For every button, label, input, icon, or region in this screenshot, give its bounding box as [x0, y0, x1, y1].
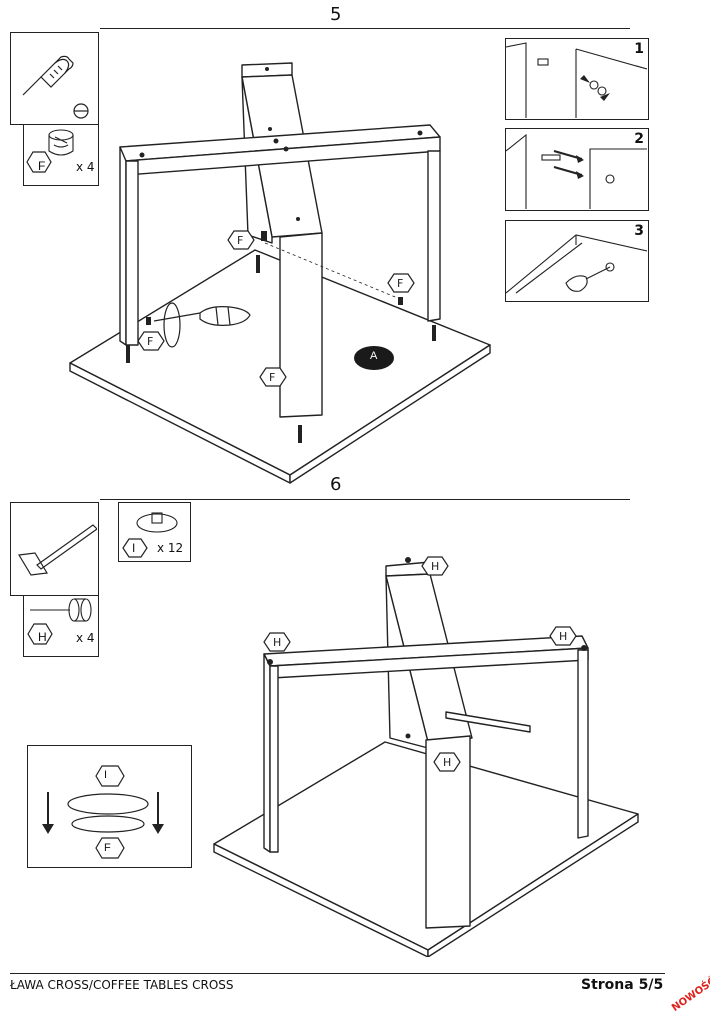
callout-f-4: F [269, 371, 275, 384]
substep-3-drawing [505, 234, 648, 294]
callout-f-2: F [147, 335, 153, 348]
step-6-rule [100, 499, 630, 500]
hammer-icon [18, 524, 98, 576]
substep-1-box: 1 [505, 38, 649, 120]
substep-1-number: 1 [634, 41, 644, 57]
step-5-number: 5 [330, 4, 342, 25]
screwdriver-tool-box [10, 32, 99, 125]
callout-f-3: F [397, 277, 403, 290]
substep-2-number: 2 [634, 131, 644, 147]
substep-2-drawing [505, 133, 647, 209]
part-i-box: I x 12 [118, 502, 191, 562]
callout-h-1: H [431, 560, 439, 573]
step-5-rule [100, 28, 630, 29]
part-h-quantity: x 4 [76, 631, 95, 645]
detail-label-f: F [104, 842, 111, 854]
footer-rule [10, 973, 665, 974]
callout-h-3: H [559, 630, 567, 643]
part-f-box: F x 4 [23, 124, 99, 186]
glider-icon [122, 512, 178, 558]
hammer-tool-box [10, 502, 99, 596]
callout-h-2: H [273, 636, 281, 649]
callout-f-1: F [237, 234, 243, 247]
step-6-table-illustration: H H H H [213, 556, 639, 957]
step-6-number: 6 [330, 474, 342, 495]
step-5-table-illustration: F F F F [69, 62, 491, 484]
part-f-label: F [38, 159, 46, 173]
part-f-quantity: x 4 [76, 160, 95, 174]
part-i-quantity: x 12 [157, 541, 184, 555]
detail-label-i: I [104, 769, 108, 781]
callout-a-label: A [370, 350, 378, 362]
page-number: Strona 5/5 [581, 977, 664, 993]
glider-detail-drawing [42, 765, 164, 859]
part-i-label: I [132, 541, 136, 555]
substep-3-number: 3 [634, 223, 644, 239]
nail-icon [27, 598, 92, 645]
callout-h-4: H [443, 756, 451, 769]
part-h-box: H x 4 [23, 595, 99, 657]
substep-3-box: 3 [505, 220, 649, 302]
glider-detail-box: I F [27, 745, 192, 868]
document-title: ŁAWA CROSS/COFFEE TABLES CROSS [10, 978, 234, 992]
substep-1-drawing [505, 42, 648, 118]
substep-2-box: 2 [505, 128, 649, 211]
screwdriver-icon [22, 55, 89, 119]
cam-lock-icon [26, 129, 74, 173]
part-h-label: H [38, 630, 47, 644]
new-badge: NOWOŚĆ [670, 975, 710, 1015]
